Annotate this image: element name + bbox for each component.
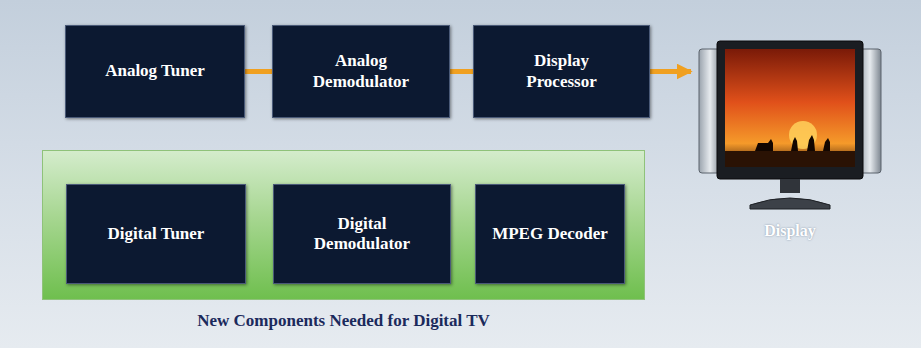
process-box: MPEG Decoder [475, 184, 625, 284]
box-label: Display Processor [502, 51, 622, 92]
monitor-illustration [695, 35, 885, 215]
box-label: Analog Demodulator [301, 51, 421, 92]
box-label: Digital Tuner [108, 224, 205, 244]
process-box: Display Processor [473, 25, 650, 118]
connector [650, 69, 691, 74]
display-monitor: Display [695, 35, 885, 240]
box-label: MPEG Decoder [492, 224, 608, 244]
process-box: Digital Demodulator [273, 184, 451, 284]
box-label: Analog Tuner [105, 61, 205, 81]
process-box: Analog Demodulator [272, 25, 450, 118]
group-caption: New Components Needed for Digital TV [43, 311, 644, 331]
process-box: Digital Tuner [66, 184, 246, 284]
connector [450, 69, 473, 74]
group-band: New Components Needed for Digital TVDigi… [42, 150, 645, 300]
connector [245, 69, 272, 74]
box-label: Digital Demodulator [302, 214, 422, 255]
process-box: Analog Tuner [65, 25, 245, 118]
display-label: Display [695, 222, 885, 240]
